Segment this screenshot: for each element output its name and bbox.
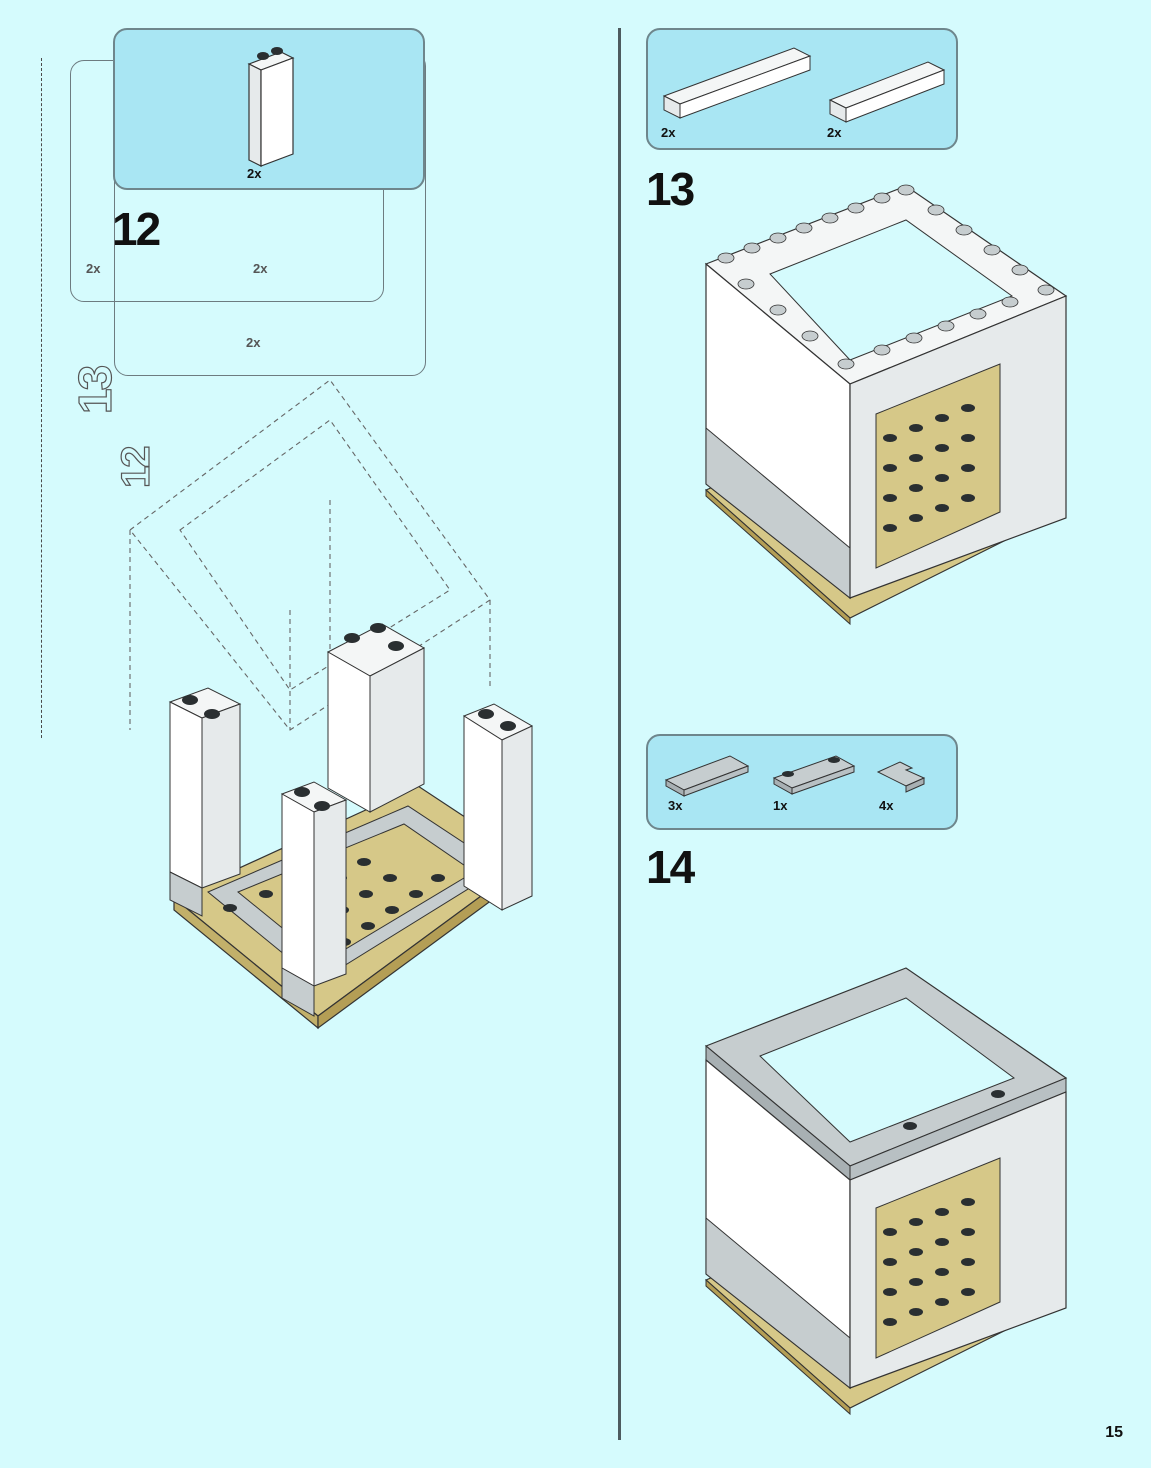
white-brick-1x8-icon [662, 47, 812, 119]
gray-corner-tile-icon [876, 761, 926, 793]
step-12-part-qty: 2x [247, 166, 262, 181]
step-13-number: 13 [646, 163, 695, 215]
ghost-qty-3: 2x [246, 335, 261, 350]
step-14-part-qty-2: 1x [773, 798, 788, 813]
step-14-number: 14 [646, 841, 695, 893]
gray-plate-1x4-icon [772, 755, 856, 795]
ghost-structure-outline [129, 379, 491, 731]
ghost-qty-1: 2x [86, 261, 101, 276]
page-number: 15 [1105, 1424, 1123, 1441]
step-12-parts-box [113, 28, 425, 190]
ghost-qty-2: 2x [253, 261, 268, 276]
column-divider [618, 28, 621, 1440]
gray-tile-1x4-icon [664, 755, 750, 797]
step-14-part-qty-3: 4x [879, 798, 894, 813]
step-13-model [704, 184, 1068, 626]
step-13-parts-box [646, 28, 958, 150]
step-13-part-qty-2: 2x [827, 125, 842, 140]
tall-white-brick-icon [247, 47, 295, 167]
step-14-part-qty-1: 3x [668, 798, 683, 813]
ghost-page-edge-dashed [41, 58, 42, 738]
step-12-number: 12 [112, 203, 161, 255]
step-14-parts-box [646, 734, 958, 830]
step-14-model [704, 967, 1068, 1416]
step-12-model [168, 623, 534, 1030]
ghost-step-number: 13 [68, 366, 121, 414]
step-13-part-qty-1: 2x [661, 125, 676, 140]
white-brick-1x6-icon [828, 61, 946, 123]
